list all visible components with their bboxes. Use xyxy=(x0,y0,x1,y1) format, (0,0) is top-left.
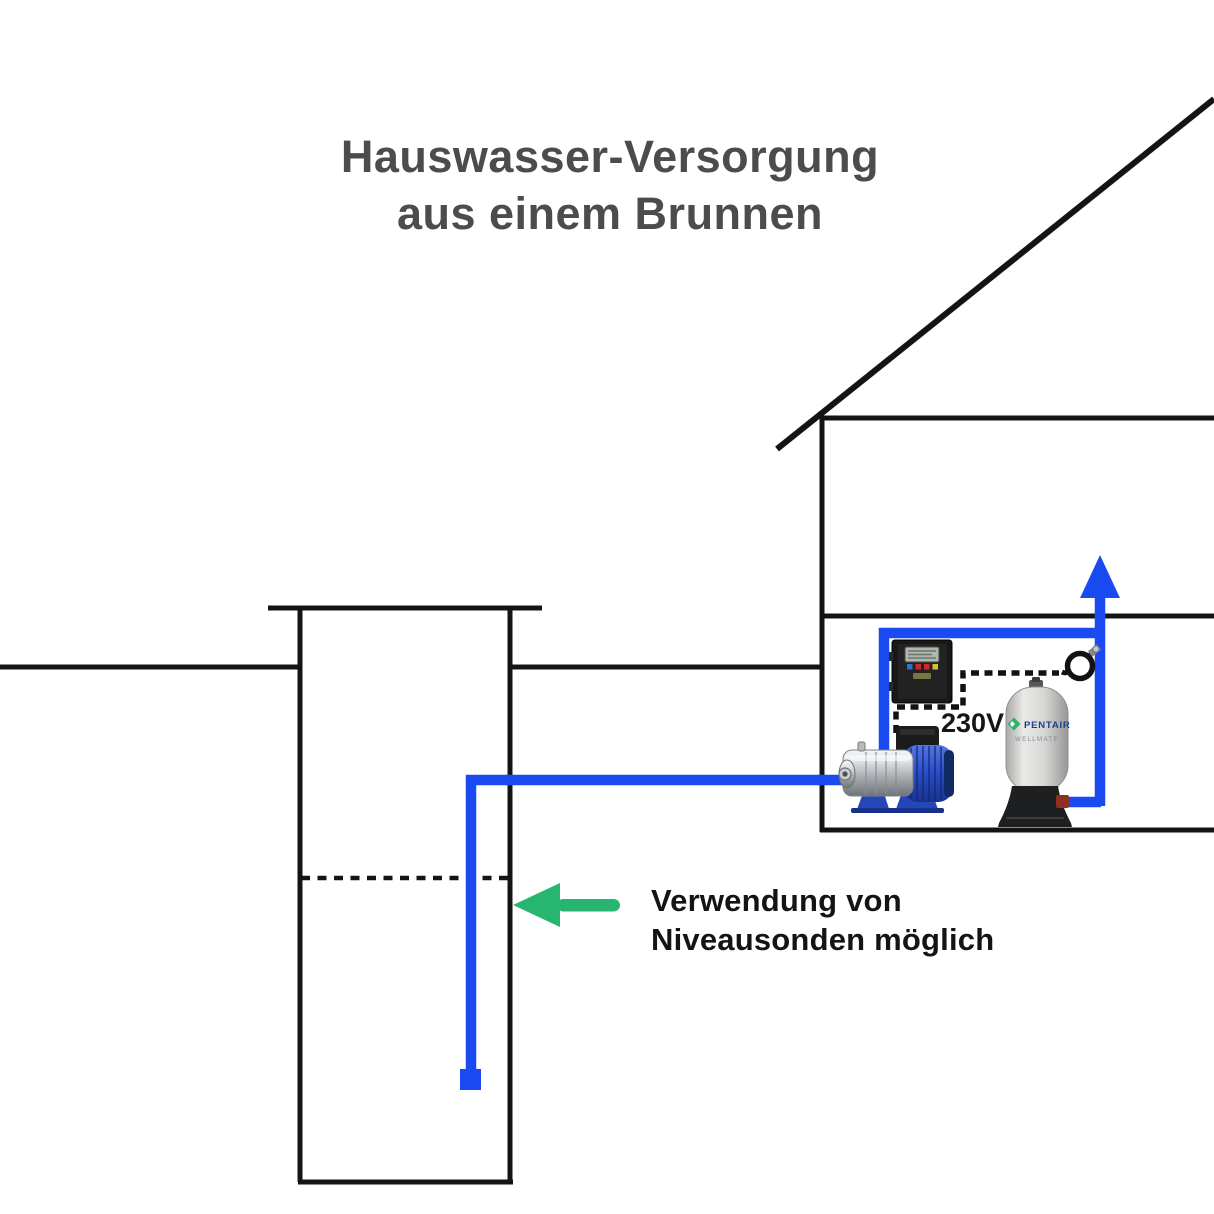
tank-drain-fitting xyxy=(1056,795,1069,808)
power-wire xyxy=(893,670,1059,733)
page-title: Hauswasser-Versorgung aus einem Brunnen xyxy=(230,128,990,242)
control-box xyxy=(889,639,953,704)
annotation-line2: Niveausonden möglich xyxy=(651,922,995,957)
level-probe-annotation: Verwendung von Niveausonden möglich xyxy=(651,881,994,959)
control-box-button-yellow xyxy=(932,664,938,670)
pump-outlet-pipe xyxy=(878,627,1100,757)
pump xyxy=(838,726,954,813)
water-pipes xyxy=(465,596,1106,1072)
sensor-cable-coil xyxy=(1064,650,1096,682)
control-box-button-red1 xyxy=(915,664,921,670)
voltage-label: 230V xyxy=(941,708,1005,738)
house-outline xyxy=(775,96,1214,833)
foot-valve xyxy=(460,1069,481,1090)
control-box-button-blue xyxy=(907,664,913,670)
arrow-left-icon xyxy=(513,883,560,927)
pressure-tank: PENTAIR WELLMATE xyxy=(998,677,1072,827)
well-shaft xyxy=(268,605,542,1185)
tank-brand-label: PENTAIR xyxy=(1024,720,1071,731)
page-title-line2: aus einem Brunnen xyxy=(396,188,824,239)
annotation-line1: Verwendung von xyxy=(651,883,902,918)
pump-foot-front xyxy=(856,793,890,812)
tank-model-label: WELLMATE xyxy=(1015,737,1059,743)
tank-base xyxy=(998,786,1072,827)
flow-arrow-up xyxy=(1080,555,1120,598)
pump-motor-endcap xyxy=(944,750,954,797)
control-box-button-red2 xyxy=(924,664,930,670)
level-arrow xyxy=(513,883,620,927)
roof-line xyxy=(775,96,1214,452)
control-box-label xyxy=(913,673,931,679)
suction-pipe xyxy=(465,774,852,1072)
page-title-line1: Hauswasser-Versorgung xyxy=(340,131,880,182)
pressure-sensor xyxy=(1060,644,1102,682)
